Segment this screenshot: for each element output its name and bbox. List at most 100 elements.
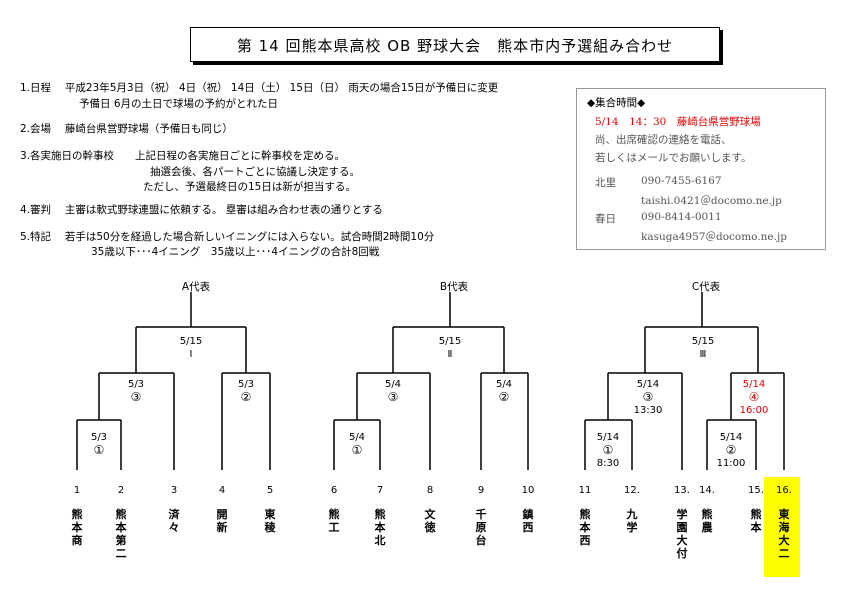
match-b1: 5/4 ① (329, 431, 385, 457)
match-c3: 5/14 ③ 13:30 (620, 378, 676, 417)
team-13-name: 学園大付 (676, 508, 688, 560)
match-c1-date: 5/14 (596, 432, 620, 443)
contact-2-tel: 090-8414-0011 (641, 211, 722, 223)
info-host-3: ただし、予選最終日の15日は新が担当する。 (143, 181, 356, 193)
assembly-header: ◆集合時間◆ (587, 97, 646, 109)
match-a1-num: ① (93, 443, 105, 457)
match-a1: 5/3 ① (71, 431, 127, 457)
contact-1-tel: 090-7455-6167 (641, 175, 722, 187)
match-c4-time: 16:00 (739, 405, 769, 416)
match-b3-num: ③ (387, 390, 399, 404)
team-15-name: 熊本 (750, 508, 762, 534)
info-host: 3.各実施日の幹事校 上記日程の各実施日ごとに幹事校を定める。 (20, 150, 346, 162)
team-13-num: 13. (674, 485, 690, 496)
team-7-name: 熊本北 (374, 508, 386, 547)
info-umpire: 4.審判 主審は軟式野球連盟に依頼する。 塁審は組み合わせ表の通りとする (20, 204, 383, 216)
match-a2: 5/3 ② (218, 378, 274, 404)
match-c2: 5/14 ② 11:00 (703, 431, 759, 470)
team-9-num: 9 (477, 485, 485, 496)
match-b3-date: 5/4 (384, 379, 402, 390)
team-8-num: 8 (426, 485, 434, 496)
team-3-num: 3 (170, 485, 178, 496)
match-c2-num: ② (725, 443, 737, 457)
match-c4-date: 5/14 (742, 379, 766, 390)
team-6-name: 熊工 (328, 508, 340, 534)
match-c3-date: 5/14 (636, 379, 660, 390)
rep-c: C代表 (691, 281, 721, 293)
team-4-num: 4 (218, 485, 226, 496)
match-b1-num: ① (351, 443, 363, 457)
team-1-num: 1 (73, 485, 81, 496)
final-b-round: Ⅱ (447, 349, 453, 360)
title-box: 第 14 回熊本県高校 OB 野球大会 熊本市内予選組み合わせ (190, 27, 720, 62)
final-c-round: Ⅲ (699, 349, 707, 360)
team-12-num: 12. (624, 485, 640, 496)
team-9-name: 千原台 (475, 508, 487, 547)
info-venue: 2.会場 藤崎台県営野球場（予備日も同じ） (20, 123, 233, 135)
match-c1: 5/14 ① 8:30 (580, 431, 636, 470)
team-6-num: 6 (330, 485, 338, 496)
final-b-date: 5/15 (438, 336, 462, 347)
match-c3-time: 13:30 (633, 405, 663, 416)
team-4-name: 開新 (216, 508, 228, 534)
info-schedule: 1.日程 平成23年5月3日（祝） 4日（祝） 14日（土） 15日（日） 雨天… (20, 82, 499, 94)
team-14-name: 熊農 (701, 508, 713, 534)
team-12-name: 九学 (626, 508, 638, 534)
match-c2-time: 11:00 (716, 458, 746, 469)
final-b: 5/15 Ⅱ (422, 335, 478, 361)
info-reserve: 予備日 6月の土日で球場の予約がとれた日 (79, 98, 279, 110)
match-b3: 5/4 ③ (365, 378, 421, 404)
contact-1-name: 北里 (595, 177, 616, 189)
final-c: 5/15 Ⅲ (675, 335, 731, 361)
final-c-date: 5/15 (691, 336, 715, 347)
final-a-round: Ⅰ (189, 349, 193, 360)
match-c1-num: ① (602, 443, 614, 457)
match-b1-date: 5/4 (348, 432, 366, 443)
team-7-num: 7 (376, 485, 384, 496)
assembly-note-2: 若しくはメールでお願いします。 (595, 152, 752, 164)
team-11-num: 11 (578, 485, 592, 496)
team-16-num: 16. (776, 485, 792, 496)
page-title: 第 14 回熊本県高校 OB 野球大会 熊本市内予選組み合わせ (236, 37, 674, 55)
rep-b: B代表 (439, 281, 469, 293)
match-a1-date: 5/3 (90, 432, 108, 443)
match-b2: 5/4 ② (476, 378, 532, 404)
team-5-num: 5 (266, 485, 274, 496)
assembly-time: 5/14 14：30 藤崎台県営野球場 (595, 116, 761, 128)
info-notes: 5.特記 若手は50分を経過した場合新しいイニングには入らない。試合時間2時間1… (20, 231, 435, 243)
team-14-num: 14. (699, 485, 715, 496)
team-8-name: 文徳 (424, 508, 436, 534)
match-c4: 5/14 ④ 16:00 (726, 378, 782, 417)
match-a3-date: 5/3 (127, 379, 145, 390)
contact-2-mail[interactable]: kasuga4957＠docomo.ne.jp (641, 231, 787, 243)
final-a: 5/15 Ⅰ (163, 335, 219, 361)
team-2-num: 2 (117, 485, 125, 496)
match-b2-date: 5/4 (495, 379, 513, 390)
match-c1-time: 8:30 (596, 458, 620, 469)
final-a-date: 5/15 (179, 336, 203, 347)
team-1-name: 熊本商 (71, 508, 83, 547)
team-15-num: 15. (748, 485, 764, 496)
team-10-name: 鎮西 (522, 508, 534, 534)
match-c2-date: 5/14 (719, 432, 743, 443)
info-host-2: 抽選会後、各パートごとに協議し決定する。 (150, 166, 360, 178)
match-a2-num: ② (240, 390, 252, 404)
contact-2-name: 春日 (595, 213, 616, 225)
team-16-name: 東海大二 (778, 508, 790, 560)
team-11-name: 熊本西 (579, 508, 591, 547)
match-c3-num: ③ (642, 390, 654, 404)
contact-1-mail[interactable]: taishi.0421＠docomo.ne.jp (641, 195, 782, 207)
match-c4-num: ④ (748, 390, 760, 404)
rep-a: A代表 (181, 281, 211, 293)
assembly-box: ◆集合時間◆ 5/14 14：30 藤崎台県営野球場 尚、出席確認の連絡を電話、… (576, 88, 826, 250)
team-16-highlight (764, 477, 800, 577)
match-b2-num: ② (498, 390, 510, 404)
team-2-name: 熊本第二 (115, 508, 127, 560)
match-a3: 5/3 ③ (108, 378, 164, 404)
match-a2-date: 5/3 (237, 379, 255, 390)
team-10-num: 10 (521, 485, 535, 496)
team-3-name: 済々 (168, 508, 180, 534)
assembly-note-1: 尚、出席確認の連絡を電話、 (595, 134, 732, 146)
info-notes-2: 35歳以下･･･4イニング 35歳以上･･･4イニングの合計8回戦 (91, 246, 380, 258)
